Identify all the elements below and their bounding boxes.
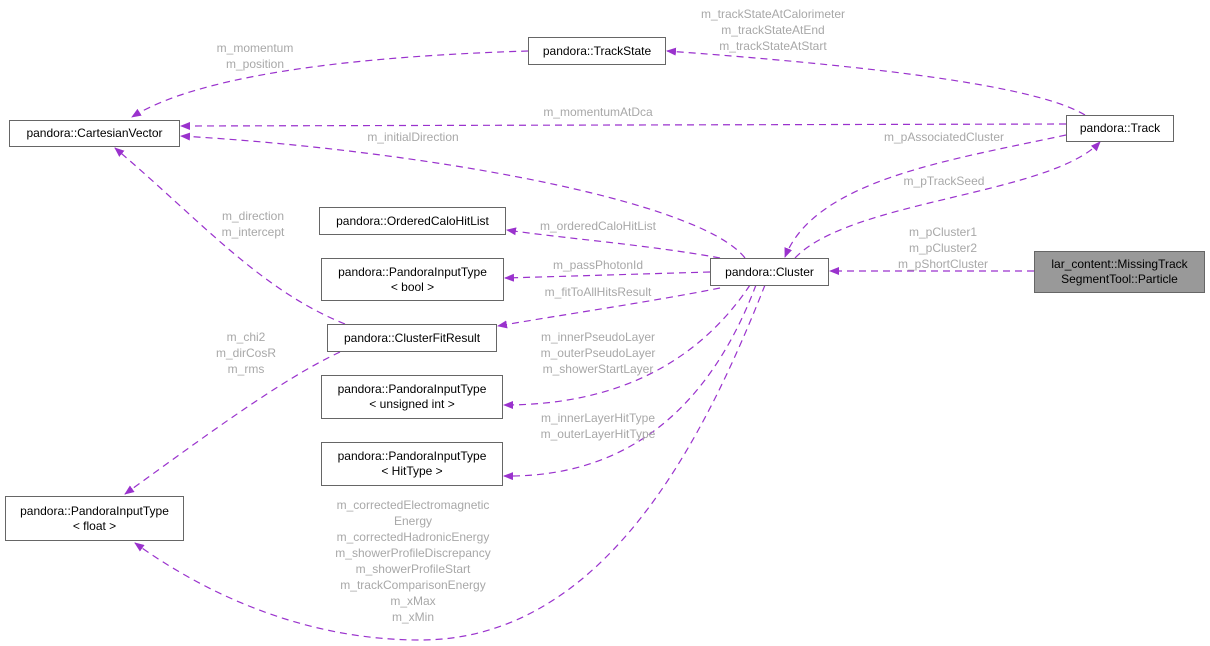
edge-label-line: m_showerProfileStart [355,562,471,576]
edge-label-line: m_pCluster1 [908,225,978,239]
edge-label-line: m_passPhotonId [552,258,644,272]
edge-label-cluster-cfr: m_fitToAllHitsResult [545,284,652,300]
edge-label-line: m_outerLayerHitType [540,427,656,441]
edge-label-track-trackstate: m_trackStateAtCalorimeter m_trackStateAtE… [701,6,845,54]
node-label: pandora::PandoraInputType [337,449,487,463]
edge-label-line: m_momentumAtDca [543,105,653,119]
edge-label-cluster-ochl: m_orderedCaloHitList [540,218,656,234]
edge-label-line: m_momentum [216,41,294,55]
edge-label-line: m_trackStateAtStart [719,39,827,53]
node-label-template: < unsigned int > [369,397,455,411]
node-label-cont: SegmentTool::Particle [1061,272,1178,286]
edge-label-line: m_pAssociatedCluster [883,130,1005,144]
edge-label-line: m_correctedHadronicEnergy [336,530,490,544]
edge-label-line: m_innerLayerHitType [540,411,656,425]
edge-cluster-pitbool [504,271,711,282]
node-ordered-calo-hit-list[interactable]: pandora::OrderedCaloHitList [319,207,506,235]
node-pandora-input-type-bool[interactable]: pandora::PandoraInputType< bool > [321,258,504,301]
edge-label-line: m_position [225,57,285,71]
node-cluster[interactable]: pandora::Cluster [710,258,829,286]
edge-label-cfr-pitfloat: m_chi2 m_dirCosR m_rms [216,329,276,377]
node-label: pandora::PandoraInputType [20,503,169,518]
node-label-template: < bool > [390,279,435,294]
edge-label-cfr-cv: m_direction m_intercept [222,208,285,240]
edge-label-line: m_innerPseudoLayer [540,330,656,344]
edge-label-line: m_showerStartLayer [542,362,654,376]
node-label: pandora::Cluster [725,264,814,279]
edge-label-line: m_trackComparisonEnergy [340,578,486,592]
node-pandora-input-type-unsigned[interactable]: pandora::PandoraInputType< unsigned int … [321,375,503,419]
node-cluster-fit-result[interactable]: pandora::ClusterFitResult [327,324,497,352]
edge-cluster-pitfloat [134,284,766,641]
edge-label-track-cluster: m_pAssociatedCluster [884,129,1004,145]
edge-label-track-cv: m_momentumAtDca [543,104,652,120]
node-label: pandora::ClusterFitResult [343,330,481,345]
edge-label-cluster-pithittype: m_innerLayerHitType m_outerLayerHitType [541,410,656,442]
node-track-state[interactable]: pandora::TrackState [528,37,666,65]
node-label: pandora::PandoraInputType [337,382,487,396]
node-label: pandora::Track [1079,121,1161,135]
node-label: pandora::CartesianVector [26,126,163,140]
edge-label-line: m_xMin [391,610,435,624]
edge-label-line: m_pCluster2 [908,241,978,255]
edge-label-line: m_outerPseudoLayer [540,346,656,360]
edge-label-line: m_chi2 [226,330,266,344]
edge-label-line: m_pTrackSeed [903,174,985,188]
edge-label-cluster-pitunsigned: m_innerPseudoLayer m_outerPseudoLayer m_sh… [541,329,656,377]
edge-track-cartesianvector [180,121,1067,130]
edge-label-line: m_pShortCluster [897,257,989,271]
edge-cluster-orderedcalohitlist [506,227,721,259]
node-pandora-input-type-hittype[interactable]: pandora::PandoraInputType< HitType > [321,442,503,486]
edge-label-line: m_orderedCaloHitList [539,219,657,233]
edge-cluster-pithittype [503,284,757,481]
edge-label-trackstate-cv: m_momentum m_position [217,40,294,72]
edge-label-particle-cluster: m_pCluster1 m_pCluster2 m_pShortCluster [898,224,988,272]
edge-label-line: m_direction [221,209,285,223]
node-label-template: < float > [72,518,117,533]
edge-label-line: m_initialDirection [367,130,459,144]
edge-label-line: m_rms [227,362,265,376]
edge-label-line: m_intercept [221,225,285,239]
edge-label-line: m_showerProfileDiscrepancy [335,546,491,560]
edge-cfr-cartesianvector [114,147,346,325]
edge-track-trackstate [666,47,1086,116]
node-label: lar_content::MissingTrack [1051,257,1188,271]
node-label-template: < HitType > [381,464,443,478]
edge-label-cluster-cv: m_initialDirection [367,129,458,145]
node-pandora-input-type-float[interactable]: pandora::PandoraInputType< float > [5,496,184,541]
edge-cluster-pitunsigned [503,284,751,409]
edge-label-line: m_xMax [390,594,436,608]
edge-label-line: m_fitToAllHitsResult [544,285,652,299]
node-label: pandora::PandoraInputType [338,264,487,279]
edge-label-line: m_correctedElectromagnetic [336,498,490,512]
edge-label-line: m_dirCosR [215,346,277,360]
edge-label-line: m_trackStateAtEnd [721,23,825,37]
edge-cluster-clusterfitresult [497,287,721,329]
edge-trackstate-cartesianvector [131,50,529,118]
node-label: pandora::TrackState [542,43,652,58]
edge-cluster-cartesianvector [180,132,746,259]
edge-label-line: Energy [393,514,433,528]
edge-label-line: m_trackStateAtCalorimeter [700,7,846,21]
edge-cfr-pitfloat [124,351,341,495]
node-track[interactable]: pandora::Track [1066,115,1174,142]
edge-label-cluster-track: m_pTrackSeed [904,173,985,189]
edge-label-cluster-pitbool: m_passPhotonId [553,257,643,273]
node-cartesian-vector[interactable]: pandora::CartesianVector [9,120,180,147]
node-label: pandora::OrderedCaloHitList [336,213,489,228]
